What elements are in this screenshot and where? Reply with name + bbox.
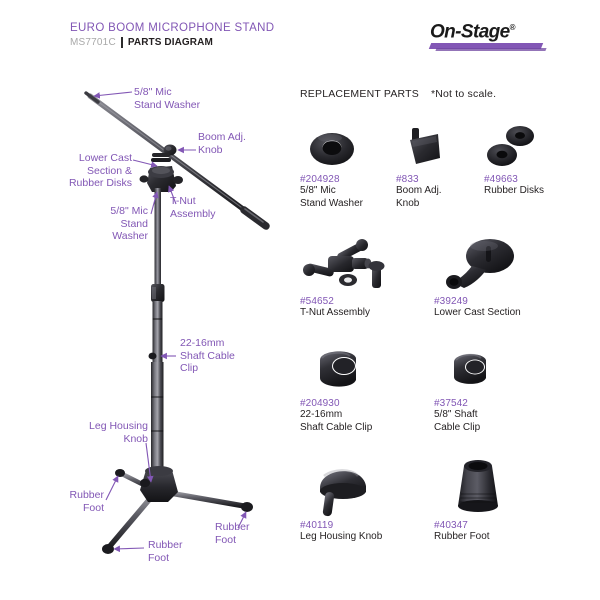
callout-shaft-cable-clip: 22-16mm Shaft Cable Clip [180,337,235,374]
callout-washer-mid: 5/8" Mic Stand Washer [110,205,148,242]
part-item-204930[interactable]: #204930 22-16mm Shaft Cable Clip [300,346,434,434]
part-name: 5/8" Mic Stand Washer [300,185,363,209]
part-item-49663[interactable]: #49663 Rubber Disks [484,122,570,210]
callout-t-nut: T-Nut Assembly [170,195,216,220]
part-name: 22-16mm Shaft Cable Clip [300,409,373,433]
part-item-40347[interactable]: #40347 Rubber Foot [434,454,570,544]
rubber-disks-icon [487,126,534,166]
part-code: #49663 [484,174,518,185]
washer-icon [310,133,354,165]
part-item-833[interactable]: #833 Boom Adj. Knob [396,122,484,210]
part-name: Boom Adj. Knob [396,185,442,209]
callout-washer-top: 5/8" Mic Stand Washer [134,86,201,111]
part-art [434,236,570,296]
parts-row: #40119 Leg Housing Knob [300,454,570,544]
replacement-parts-title: REPLACEMENT PARTS [300,88,419,100]
t-nut-assembly-icon [303,239,385,288]
callout-lower-cast: Lower Cast Section & Rubber Disks [68,152,132,189]
part-item-40119[interactable]: #40119 Leg Housing Knob [300,454,434,544]
part-code: #40119 [300,520,334,531]
part-art [300,454,434,520]
callout-rubber-foot-right: Rubber Foot [215,521,250,546]
part-code: #204928 [300,174,340,185]
parts-row: #54652 T-Nut Assembly [300,236,570,320]
rubber-foot-lower-left [102,544,114,554]
replacement-parts-panel: REPLACEMENT PARTS *Not to scale. [300,88,570,558]
parts-row: #204930 22-16mm Shaft Cable Clip #37542 … [300,346,570,434]
boom-arm [84,91,270,230]
part-name: Lower Cast Section [434,307,521,318]
part-code: #833 [396,174,419,185]
callout-rubber-foot-bottom: Rubber Foot [148,539,183,564]
cable-clip-icon [454,353,486,384]
stand-shaft [148,188,165,474]
part-item-37542[interactable]: #37542 5/8" Shaft Cable Clip [434,346,570,434]
page-subtitle-row: MS7701C PARTS DIAGRAM [70,37,370,48]
leg-housing-knob-icon [320,469,366,517]
part-code: #40347 [434,520,468,531]
boom-adj-knob-part [163,144,177,156]
part-name: Rubber Foot [434,531,490,542]
part-name: Rubber Disks [484,185,545,196]
part-art [300,346,434,398]
rubber-foot-right [241,502,253,512]
part-code: #37542 [434,398,468,409]
callout-boom-adj-knob: Boom Adj. Knob [198,131,246,156]
part-code: #54652 [300,296,334,307]
part-art [396,122,484,174]
rubber-foot-upper-left [115,469,125,477]
knob-icon [410,128,440,164]
parts-row: #204928 5/8" Mic Stand Washer [300,122,570,210]
document-type-label: PARTS DIAGRAM [127,37,213,48]
page-title: EURO BOOM MICROPHONE STAND [70,22,275,34]
part-art [300,236,434,296]
rubber-foot-icon [458,460,498,512]
lower-cast-section-icon [446,239,514,289]
model-number: MS7701C [70,37,116,48]
part-art [434,454,570,520]
brand-logo: On-Stage® [428,18,550,54]
title-divider [120,37,123,48]
part-art [484,122,570,174]
not-to-scale-note: *Not to scale. [430,88,497,100]
lower-cast-section-part [139,153,183,192]
part-item-204928[interactable]: #204928 5/8" Mic Stand Washer [300,122,396,210]
part-name: Leg Housing Knob [300,531,383,542]
brand-logo-text: On-Stage® [430,18,550,41]
callout-leg-housing-knob: Leg Housing Knob [89,420,148,445]
part-code: #39249 [434,296,468,307]
part-code: #204930 [300,398,340,409]
callout-rubber-foot-left: Rubber Foot [69,489,104,514]
part-name: 5/8" Shaft Cable Clip [434,409,481,433]
cable-clip-icon [320,351,356,387]
part-art [434,346,570,398]
replacement-parts-heading: REPLACEMENT PARTS *Not to scale. [300,88,570,100]
page-title-block: EURO BOOM MICROPHONE STAND MS7701C PARTS… [70,22,370,48]
brand-name: On-Stage [430,21,510,43]
part-item-39249[interactable]: #39249 Lower Cast Section [434,236,570,320]
part-name: T-Nut Assembly [300,307,371,318]
part-art [300,122,396,174]
leg-housing-knob-part [140,478,150,488]
part-item-54652[interactable]: #54652 T-Nut Assembly [300,236,434,320]
registered-mark-icon: ® [509,23,516,32]
